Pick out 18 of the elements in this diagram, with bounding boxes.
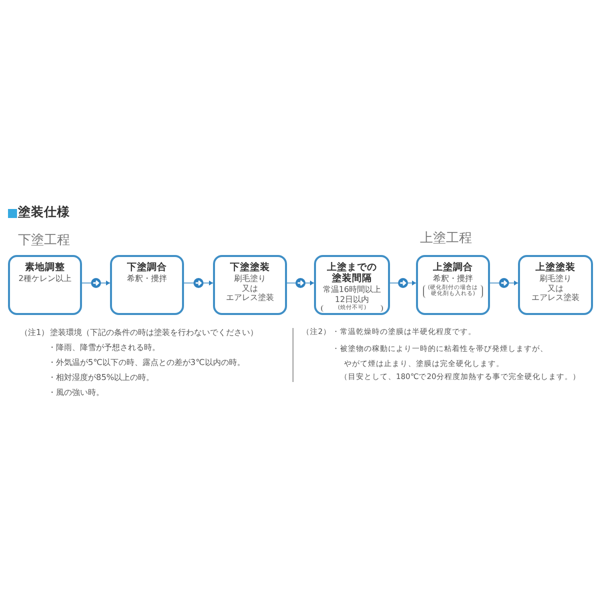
note-number: （注1）	[20, 326, 50, 338]
note-item: ・降雨、降雪が予想される時。	[48, 341, 160, 353]
arrow-connector	[286, 278, 314, 288]
note-item: ・風の強い時。	[48, 386, 104, 398]
process-box: 上塗塗装 刷毛塗り又はエアレス塗装	[518, 255, 593, 315]
section-heading: 下塗工程	[18, 233, 70, 249]
arrow-connector	[184, 278, 214, 288]
arrow-connector	[82, 278, 110, 288]
process-box: 下塗調合 希釈・攪拌	[110, 255, 184, 315]
arrow-connector	[490, 278, 518, 288]
process-box: 素地調整 2種ケレン以上	[8, 255, 82, 315]
note-item: ・相対湿度が85%以上の時。	[48, 371, 154, 383]
section-heading: 上塗工程	[420, 231, 472, 247]
title: 塗装仕様	[18, 204, 70, 221]
arrow-connector	[390, 278, 416, 288]
process-box: 下塗塗装 刷毛塗り又はエアレス塗装	[213, 255, 287, 315]
note-text: 塗装環境（下記の条件の時は塗装を行わないでください）	[50, 326, 258, 338]
note-item: ・外気温が5℃以下の時、露点との差が3℃以内の時。	[48, 356, 245, 368]
